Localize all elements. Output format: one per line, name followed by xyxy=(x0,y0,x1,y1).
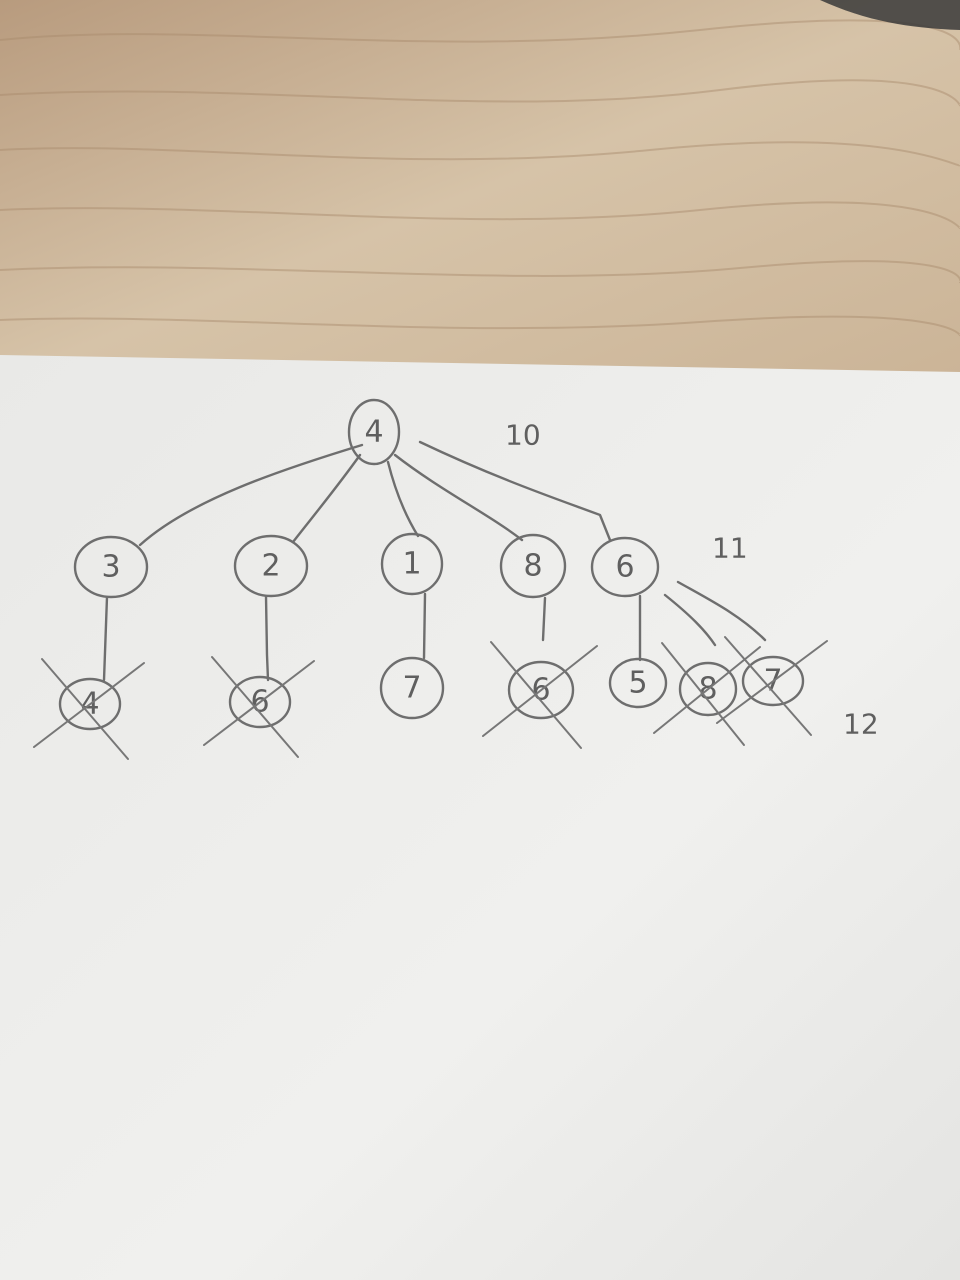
node-circle xyxy=(499,533,567,599)
edge-to-b xyxy=(291,453,362,544)
node-label: 5 xyxy=(628,666,647,701)
tree-node-a: 3 xyxy=(73,535,149,599)
tree-node-c1: 7 xyxy=(379,656,445,720)
edge-to-c xyxy=(386,460,420,538)
node-circle xyxy=(228,675,292,729)
tree-node-c: 1 xyxy=(380,532,444,596)
level-label-10: 10 xyxy=(505,419,541,452)
node-circle xyxy=(590,536,660,598)
tree-node-a1: 4 xyxy=(33,658,145,760)
tree-node-r: 4 xyxy=(347,398,401,466)
node-circle xyxy=(741,655,805,707)
node-circle xyxy=(507,660,575,720)
node-label: 6 xyxy=(615,550,634,585)
node-circle xyxy=(73,535,149,599)
strike-line xyxy=(203,660,315,746)
node-label: 1 xyxy=(402,547,421,582)
tree-node-e2: 8 xyxy=(653,642,761,746)
tree-node-d1: 6 xyxy=(482,641,598,749)
node-circle xyxy=(379,656,445,720)
edge-to-d xyxy=(393,453,524,542)
wood-desk xyxy=(0,0,960,380)
node-label: 3 xyxy=(101,550,120,585)
tree-node-b: 2 xyxy=(233,534,309,598)
tree-node-e3: 7 xyxy=(716,636,828,736)
edge-to-a1 xyxy=(102,595,109,682)
edge-to-c1 xyxy=(422,592,427,660)
tree-node-e1: 5 xyxy=(608,657,668,709)
node-circle xyxy=(608,657,668,709)
paper-sheet xyxy=(0,355,960,1280)
strike-line xyxy=(653,646,761,734)
node-circle xyxy=(380,532,444,596)
edge-to-e3 xyxy=(676,580,767,642)
edge-to-a xyxy=(138,443,364,547)
node-label: 7 xyxy=(402,671,421,706)
node-circle xyxy=(233,534,309,598)
edge-to-d1 xyxy=(541,596,547,642)
level-labels: 10 11 12 xyxy=(505,419,879,741)
node-label: 2 xyxy=(261,549,280,584)
tree-node-e: 6 xyxy=(590,536,660,598)
node-label: 8 xyxy=(523,549,542,584)
edge-to-e2 xyxy=(663,593,717,647)
edge-to-b1 xyxy=(264,594,270,682)
strike-line xyxy=(716,640,828,724)
tree-edges xyxy=(102,440,767,682)
tree-node-b1: 6 xyxy=(203,656,315,758)
tree-node-d: 8 xyxy=(499,533,567,599)
node-circle xyxy=(347,398,401,466)
node-label: 4 xyxy=(364,415,383,450)
node-circle xyxy=(58,677,122,731)
edge-to-e xyxy=(418,440,612,542)
level-label-12: 12 xyxy=(843,708,879,741)
strike-line xyxy=(33,662,145,748)
node-circle xyxy=(678,661,738,717)
level-label-11: 11 xyxy=(712,532,748,565)
strike-line xyxy=(482,645,598,737)
